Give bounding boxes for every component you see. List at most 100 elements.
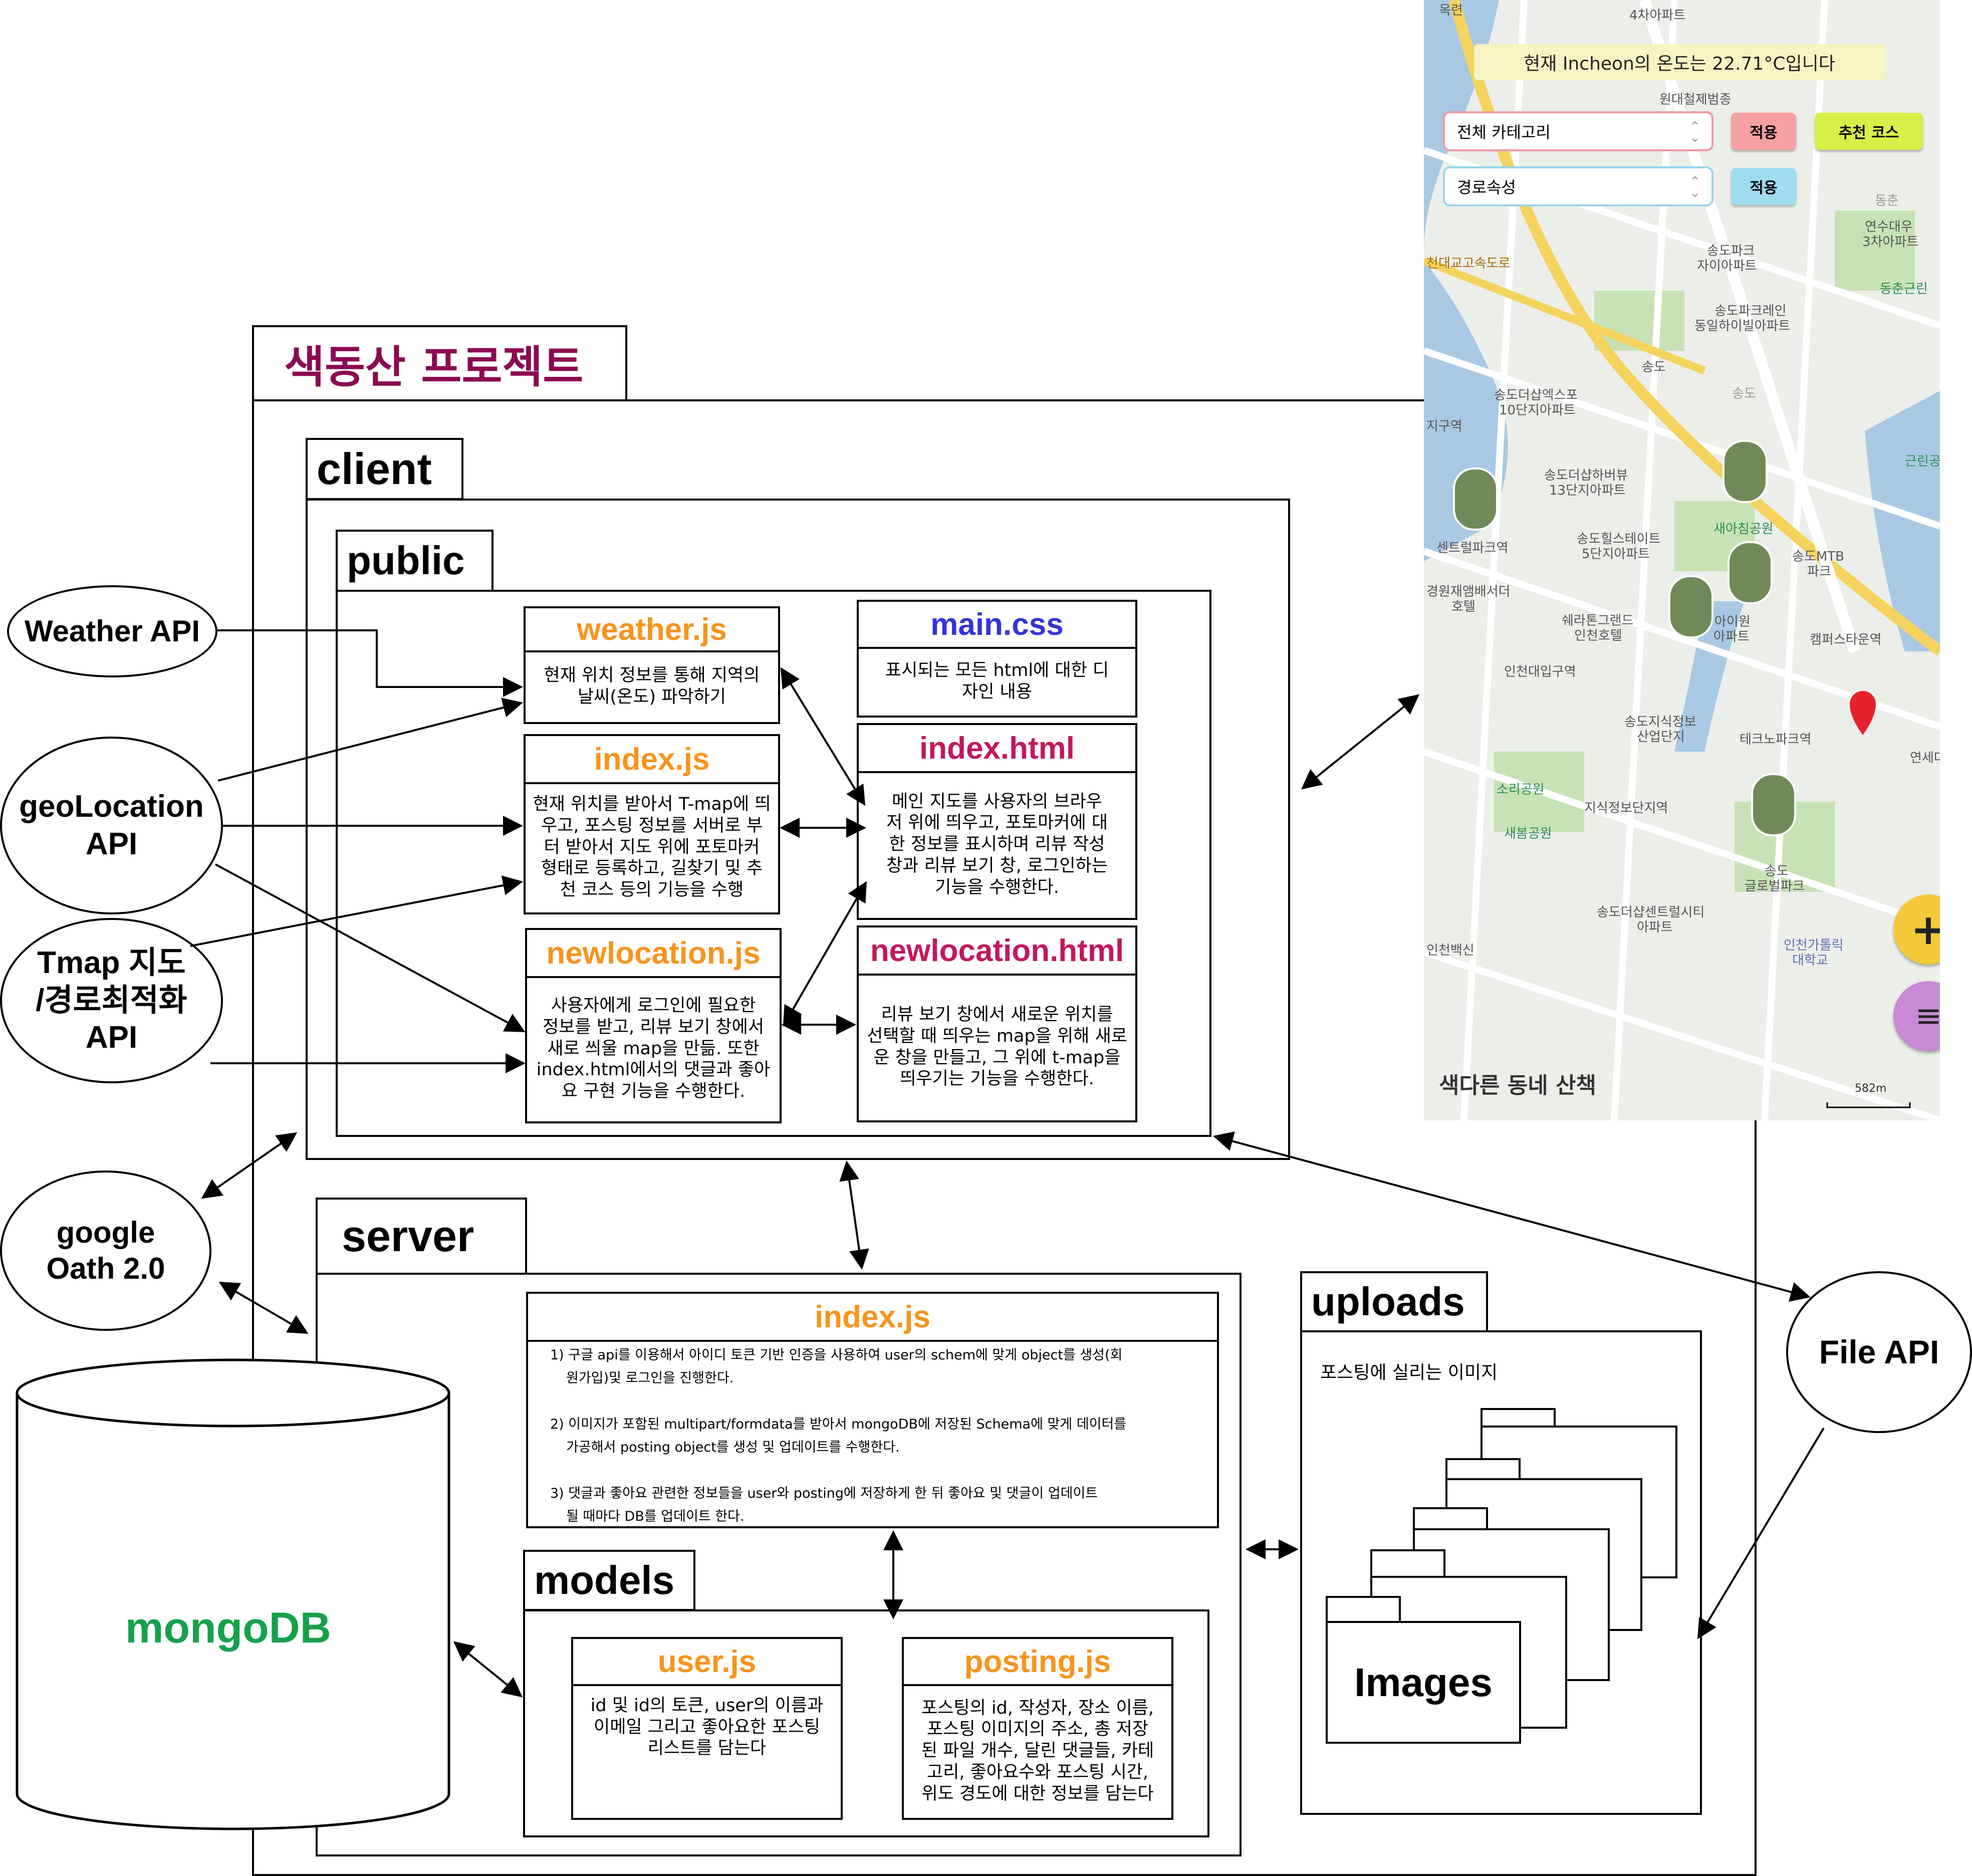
recommend-course-button[interactable]: 추천 코스 (1815, 113, 1923, 150)
file-api-node: File API (1786, 1271, 1972, 1433)
category-select-value: 전체 카테고리 (1457, 123, 1551, 142)
weather-js-card: weather.js 현재 위치 정보를 통해 지역의 날씨(온도) 파악하기 (524, 606, 780, 724)
map-place-label: 천대교고속도로 (1426, 256, 1511, 271)
client-tab: client (306, 438, 463, 500)
connector (1301, 694, 1420, 790)
main-css-title: main.css (859, 602, 1135, 649)
map-place-label: 아파트 (1713, 629, 1750, 644)
server-index-js-card: index.js 1) 구글 api를 이용해서 아이디 토큰 기반 인증을 사… (526, 1292, 1219, 1528)
index-html-title: index.html (859, 725, 1135, 773)
mongodb-label: mongoDB (125, 1604, 331, 1652)
index-js-card: index.js 현재 위치를 받아서 T-map에 띄 우고, 포스팅 정보를… (524, 734, 780, 914)
tmap-api-node: Tmap 지도 /경로최적화 API (0, 918, 223, 1083)
image-folder (1445, 1458, 1521, 1480)
apply-route-button[interactable]: 적용 (1731, 168, 1796, 205)
map-place-label: 송도힐스테이트 (1577, 532, 1661, 547)
map-place-label: 송도더샵하버뷰 (1544, 468, 1628, 483)
map-place-label: 쉐라톤그랜드 (1562, 613, 1634, 628)
weather-banner: 현재 Incheon의 온도는 22.71°C입니다 (1474, 44, 1885, 80)
map-place-label: 지식정보단지역 (1584, 801, 1668, 816)
map-place-label: 동일하이빌아파트 (1694, 319, 1791, 334)
posting-js-desc: 포스팅의 id, 작성자, 장소 이름, 포스팅 이미지의 주소, 총 저장 된… (921, 1698, 1154, 1804)
map-place-label: 테크노파크역 (1740, 732, 1812, 747)
public-label: public (347, 538, 465, 583)
map-place-label: 센트럴파크역 (1436, 541, 1509, 556)
map-place-label: 송도MTB (1792, 549, 1844, 564)
user-js-title: user.js (573, 1639, 841, 1686)
map-place-label: 4차아파트 (1629, 8, 1686, 23)
map-place-label: 인천대입구역 (1504, 664, 1576, 679)
models-label: models (534, 1558, 675, 1602)
connector (780, 667, 866, 806)
connector (201, 1132, 298, 1199)
newlocation-js-title: newlocation.js (527, 930, 780, 978)
connector (218, 1281, 309, 1334)
apply-route-label: 적용 (1750, 179, 1778, 197)
map-place-label: 새아침공원 (1713, 522, 1774, 537)
map-place-label: 송도 (1642, 360, 1666, 375)
connector (453, 1641, 523, 1698)
server-index-js-item: 3) 댓글과 좋아요 관련한 정보들을 user와 posting에 저장하게 … (550, 1486, 1098, 1524)
project-title-tab: 색동산 프로젝트 (252, 325, 627, 401)
main-css-card: main.css 표시되는 모든 html에 대한 디 자인 내용 (857, 600, 1137, 718)
connector (1697, 1427, 1825, 1639)
map-place-label: 5단지아파트 (1582, 547, 1650, 562)
image-folder (1413, 1507, 1488, 1530)
map-place-label: 아파트 (1637, 920, 1673, 935)
images-label: Images (1354, 1660, 1493, 1705)
index-html-desc: 메인 지도를 사용자의 브라우 저 위에 띄우고, 포토마커에 대 한 정보를 … (886, 791, 1108, 897)
newlocation-html-title: newlocation.html (859, 927, 1135, 976)
category-select[interactable]: 전체 카테고리 ⌃⌄ (1443, 111, 1713, 151)
connector (217, 629, 523, 697)
map-place-label: 아이원 (1714, 614, 1751, 629)
project-title: 색동산 프로젝트 (284, 341, 584, 393)
map-place-label: 동춘근린 (1880, 282, 1928, 297)
apply-category-button[interactable]: 적용 (1731, 113, 1796, 150)
server-index-js-list: 1) 구글 api를 이용해서 아이디 토큰 기반 인증을 사용하여 user의… (538, 1344, 1209, 1528)
image-folder-front-tab (1326, 1596, 1401, 1623)
map-place-label: 송도파크레인 (1714, 304, 1787, 319)
route-select[interactable]: 경로속성 ⌃⌄ (1443, 166, 1713, 206)
map-place-label: 근린공 (1905, 454, 1940, 469)
map-place-label: 인천가톨릭 (1784, 938, 1844, 953)
image-folder (1481, 1408, 1556, 1428)
map-place-label: 캠퍼스타운역 (1810, 632, 1882, 647)
uploads-desc: 포스팅에 실리는 이미지 (1320, 1362, 1498, 1383)
mongodb-cylinder (16, 1358, 450, 1830)
user-js-card: user.js id 및 id의 토큰, user의 이름과 이메일 그리고 좋… (571, 1637, 843, 1820)
server-index-js-title: index.js (528, 1294, 1217, 1342)
map-place-label: 글로벌파크 (1745, 879, 1805, 894)
models-tab: models (523, 1550, 695, 1611)
map-place-label: 대학교 (1792, 953, 1828, 968)
map-place-label: 옥련 (1439, 3, 1463, 18)
posting-js-card: posting.js 포스팅의 id, 작성자, 장소 이름, 포스팅 이미지의… (902, 1637, 1173, 1820)
menu-icon: ≡ (1915, 998, 1940, 1035)
server-index-js-item: 2) 이미지가 포함된 multipart/formdata를 받아서 mong… (550, 1417, 1127, 1455)
map-place-label: 새봄공원 (1504, 826, 1552, 841)
posting-js-title: posting.js (904, 1639, 1171, 1686)
map-place-label: 3차아파트 (1862, 234, 1919, 250)
map-place-label: 10단지아파트 (1499, 403, 1576, 418)
index-html-card: index.html 메인 지도를 사용자의 브라우 저 위에 띄우고, 포토마… (857, 723, 1137, 920)
map-place-label: 송도 (1765, 864, 1789, 879)
select-arrows-icon: ⌃⌄ (1689, 174, 1700, 200)
connector (190, 875, 523, 947)
newlocation-js-desc: 사용자에게 로그인에 필요한 정보를 받고, 리뷰 보기 창에서 새로 씌울 m… (536, 996, 771, 1102)
newlocation-html-desc: 리뷰 보기 창에서 새로운 위치를 선택할 때 띄우는 map을 위해 새로 운… (867, 1005, 1127, 1089)
map-screenshot: 현재 Incheon의 온도는 22.71°C입니다 전체 카테고리 ⌃⌄ 적용… (1424, 0, 1940, 1120)
map-place-label: 송도더샵엑스포 (1494, 388, 1578, 403)
plus-icon: + (1910, 905, 1940, 954)
weather-banner-text: 현재 Incheon의 온도는 22.71°C입니다 (1524, 54, 1835, 74)
map-place-label: 인천호텔 (1574, 628, 1622, 643)
weather-api-node: Weather API (7, 585, 217, 677)
connector (839, 1160, 869, 1270)
connector (217, 697, 523, 782)
map-place-label: 동춘 (1875, 193, 1899, 208)
weather-js-desc: 현재 위치 정보를 통해 지역의 날씨(온도) 파악하기 (544, 665, 760, 707)
server-label: server (342, 1211, 474, 1261)
apply-category-label: 적용 (1750, 124, 1778, 142)
map-place-label: 소리공원 (1497, 782, 1545, 797)
public-tab: public (336, 530, 494, 592)
map-place-label: 인천백신 (1426, 943, 1474, 958)
newlocation-html-card: newlocation.html 리뷰 보기 창에서 새로운 위치를 선택할 때… (857, 925, 1137, 1122)
